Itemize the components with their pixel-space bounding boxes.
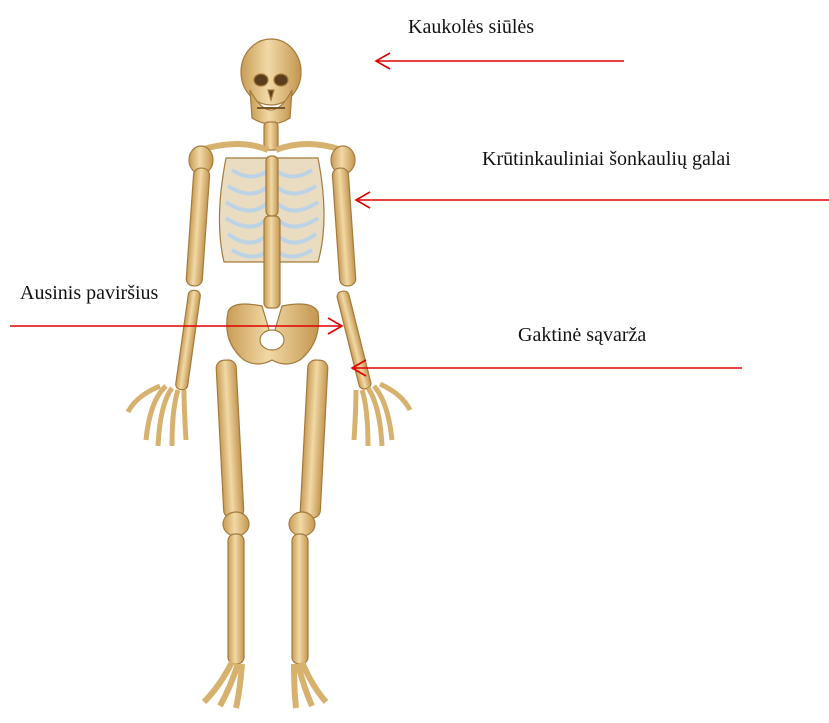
label-kaukoles-siules: Kaukolės siūlės — [408, 16, 534, 39]
arm-right — [331, 146, 410, 446]
sternum — [266, 156, 278, 216]
label-gaktine-savarza: Gaktinė sąvarža — [518, 324, 646, 347]
clavicle-right — [276, 144, 342, 150]
arrow-krutinkauliniai-sonkauliu-galai — [356, 192, 829, 208]
leg-left — [204, 360, 249, 708]
label-krutinkauliniai-sonkauliu-galai: Krūtinkauliniai šonkaulių galai — [482, 148, 731, 171]
cervical-spine — [264, 122, 278, 150]
clavicle-left — [200, 144, 268, 150]
lumbar-spine — [264, 216, 280, 308]
label-ausinis-pavirsius: Ausinis paviršius — [20, 282, 158, 305]
arrow-gaktine-savarza — [352, 360, 742, 376]
annotation-arrows — [10, 53, 829, 376]
skeleton-illustration — [128, 39, 410, 708]
leg-right — [289, 360, 328, 708]
pelvis — [227, 304, 319, 364]
arrow-kaukoles-siules — [376, 53, 624, 69]
skull — [241, 39, 301, 124]
